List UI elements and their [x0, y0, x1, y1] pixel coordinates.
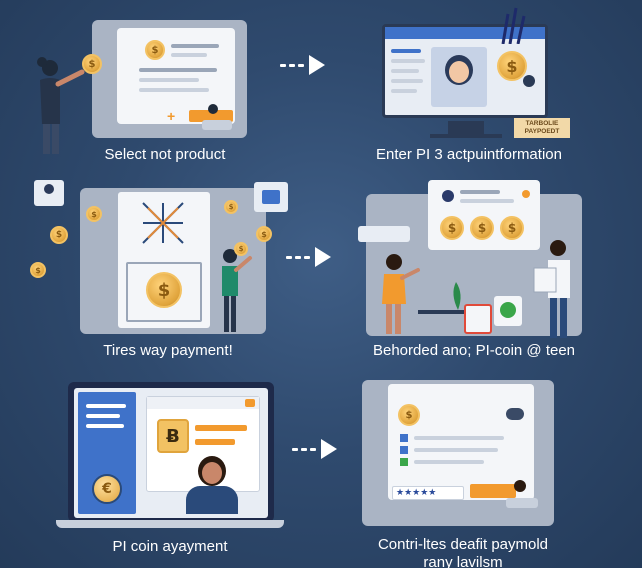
document-card: $	[118, 192, 210, 328]
shield-icon	[442, 190, 454, 202]
text-line	[414, 460, 484, 464]
step-4-caption: Behorded ano; PI-coin @ teen	[372, 342, 576, 359]
text-line	[414, 448, 498, 452]
list-check-icon	[400, 434, 408, 442]
gear-icon	[523, 75, 535, 87]
text-line	[139, 88, 209, 92]
pay-button[interactable]	[470, 484, 516, 498]
list-check-icon	[400, 446, 408, 454]
coin-option-1[interactable]: $	[440, 216, 464, 240]
crypto-coin-icon: $	[146, 272, 182, 308]
euro-coin-icon: €	[92, 474, 122, 504]
person-avatar	[208, 104, 218, 114]
more-icon[interactable]	[506, 408, 524, 420]
laptop-icon	[202, 120, 232, 130]
brand-coin-icon: $	[398, 404, 420, 426]
customer-avatar	[514, 480, 526, 492]
text-line	[86, 424, 124, 428]
arrow-5-to-6	[292, 439, 337, 459]
desk	[418, 310, 468, 314]
step-6-caption: Contri-ltes deafit paymold	[377, 536, 549, 553]
step-1-caption: Select not product	[104, 146, 226, 163]
text-line	[86, 404, 126, 408]
text-line	[391, 59, 425, 63]
rating-stars[interactable]: ★★★★★	[392, 486, 464, 500]
list-check-icon	[400, 458, 408, 466]
plant-decoration	[453, 282, 461, 310]
network-icon	[142, 202, 184, 244]
profile-card	[431, 47, 487, 107]
product-card: $ +	[117, 28, 235, 124]
coin-frame	[126, 262, 202, 322]
plus-icon[interactable]: +	[167, 108, 176, 124]
investor-figure	[222, 249, 252, 332]
step-3-panel: $	[80, 188, 266, 334]
text-line	[86, 414, 120, 418]
text-line	[171, 44, 219, 48]
user-face	[449, 61, 469, 83]
text-line	[139, 68, 217, 72]
coin-icon: $	[234, 242, 248, 256]
step-1-panel: $ +	[92, 20, 247, 138]
coin-option-3[interactable]: $	[500, 216, 524, 240]
text-line	[460, 199, 514, 203]
paypost-badge: TARBOLIE PAYPOEDT	[514, 118, 570, 138]
coin-icon: $	[86, 206, 102, 222]
buy-button[interactable]	[189, 110, 233, 122]
chat-icon	[262, 190, 280, 204]
chat-window-icon	[254, 182, 288, 212]
laptop-icon	[506, 498, 538, 508]
user-card-icon	[34, 180, 64, 206]
agent-body	[186, 486, 238, 514]
user-avatar	[44, 184, 54, 194]
text-line	[391, 69, 419, 73]
close-icon[interactable]	[245, 399, 255, 407]
step-2-caption: Enter PI 3 actpuintformation	[376, 146, 562, 163]
step-5-caption: PI coin ayayment	[112, 538, 228, 555]
checkout-card: $	[388, 384, 534, 500]
coin-icon: $	[50, 226, 68, 244]
laptop-display: € Ƀ	[74, 388, 268, 518]
text-line	[460, 190, 500, 194]
coin-icon: $	[82, 54, 102, 74]
shopper-figure	[37, 57, 85, 154]
coin-option-2[interactable]: $	[470, 216, 494, 240]
coin-icon: $	[30, 262, 46, 278]
text-line	[391, 79, 423, 83]
agent-face	[202, 462, 222, 484]
monitor-base	[430, 134, 502, 138]
sidebar-bookmark: €	[78, 392, 136, 514]
text-line	[414, 436, 504, 440]
green-logo-icon	[500, 302, 516, 318]
laptop-base	[56, 520, 284, 528]
google-pay-icon	[464, 304, 492, 334]
text-line	[391, 89, 417, 93]
coin-icon: $	[224, 200, 238, 214]
step-3-caption: Tires way payment!	[103, 342, 233, 359]
plant-decoration	[501, 7, 526, 44]
step-6-panel: $ ★★★★★	[362, 380, 554, 526]
monitor-stand	[448, 121, 484, 135]
coin-icon: $	[256, 226, 272, 242]
text-line	[139, 78, 199, 82]
wallet-icon	[494, 296, 522, 326]
browser-bar	[147, 397, 259, 409]
text-line	[171, 53, 207, 57]
payment-popup: $ $ $	[428, 180, 540, 250]
text-line	[391, 49, 421, 53]
payment-coin-icon: $	[497, 51, 527, 81]
product-coin-icon: $	[145, 40, 165, 60]
text-line	[195, 425, 247, 431]
arrow-3-to-4	[286, 247, 331, 267]
arrow-1-to-2	[280, 55, 325, 75]
input-field[interactable]	[358, 226, 410, 242]
pi-coin-card: Ƀ	[157, 419, 189, 453]
step-6-caption-line2: rany lavilsm	[423, 554, 503, 568]
man-figure	[533, 240, 570, 338]
more-icon[interactable]	[522, 190, 530, 198]
woman-figure	[382, 254, 420, 334]
text-line	[195, 439, 235, 445]
